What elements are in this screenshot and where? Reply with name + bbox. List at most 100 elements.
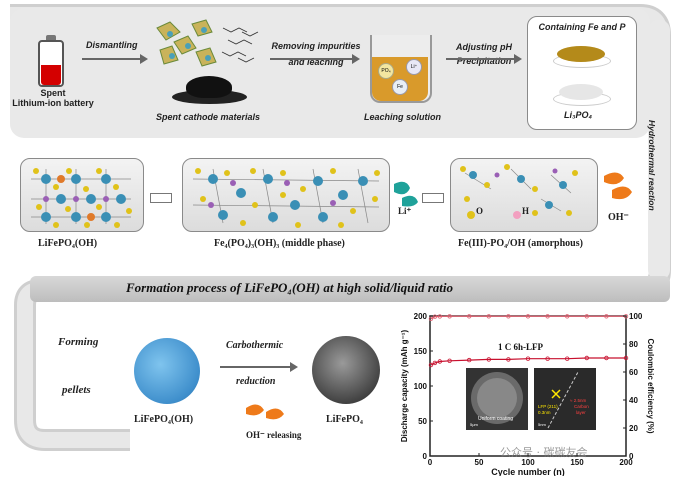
beaker-icon: PO₄ Li⁺ Fe xyxy=(370,35,434,105)
data-point xyxy=(486,357,491,362)
chart-title: 1 C 6h-LFP xyxy=(498,342,544,352)
cathode-crystal-illustration xyxy=(152,18,222,73)
data-point xyxy=(506,314,511,319)
data-point xyxy=(584,355,589,361)
data-point xyxy=(604,314,609,319)
oh-releasing-label: OH⁻ releasing xyxy=(246,430,302,440)
arrow-dismantling xyxy=(82,58,140,60)
arrow-to-lfp-oh xyxy=(150,193,172,203)
middle-phase-structure-box xyxy=(182,158,390,232)
data-point xyxy=(564,356,570,361)
arrow-leaching xyxy=(270,58,352,60)
data-point xyxy=(466,314,472,319)
reduction-label: reduction xyxy=(236,376,276,387)
leaching-solution-label: Leaching solution xyxy=(364,112,442,122)
data-point xyxy=(428,316,434,321)
ion-po4: PO₄ xyxy=(378,63,394,79)
data-point xyxy=(525,356,531,361)
y2-tick-label: 100 xyxy=(629,312,643,321)
li-plus-label: Li⁺ xyxy=(398,206,412,216)
y-tick-label: 100 xyxy=(414,382,428,391)
pellet-lfp-oh-label: LiFePO₄(OH) xyxy=(134,414,194,425)
data-point xyxy=(545,314,550,319)
pellet-lfp-label: LiFePO₄ xyxy=(326,414,363,425)
oh-releasing-drop-icon xyxy=(244,398,288,424)
arrowhead-leaching xyxy=(352,54,360,64)
battery-label: Spent Lithium-ion battery xyxy=(12,88,94,109)
data-point xyxy=(428,362,434,368)
banner-title: Formation process of LiFePO₄(OH) at high… xyxy=(126,280,454,295)
graphite-illustration xyxy=(218,18,268,68)
series-line-coulombic-efficiency xyxy=(430,315,626,320)
y2-axis-label: Coulombic efficiency (%) xyxy=(646,338,654,433)
data-point xyxy=(432,360,438,366)
inset-right-scale: 5nm xyxy=(538,422,546,427)
inset-carbon: Carbon xyxy=(574,404,589,409)
data-point xyxy=(545,356,550,361)
inset-layer: layer xyxy=(576,410,586,415)
data-point xyxy=(466,357,472,363)
x-tick-label: 100 xyxy=(521,458,535,467)
cathode-powder-pile xyxy=(172,72,247,106)
banner-background xyxy=(30,276,670,302)
inset-spacing: 0.3nm xyxy=(538,410,551,415)
lfp-pellet xyxy=(312,336,380,404)
x-tick-label: 150 xyxy=(570,458,584,467)
y2-tick-label: 40 xyxy=(629,396,638,405)
x-tick-label: 50 xyxy=(475,458,484,467)
step-leaching: Removing impurities and leaching xyxy=(271,41,361,68)
precipitation-products-box xyxy=(527,16,637,130)
sem-inset xyxy=(466,368,528,430)
data-point xyxy=(525,314,531,319)
data-point xyxy=(486,314,491,319)
data-point xyxy=(437,314,442,319)
y2-tick-label: 20 xyxy=(629,424,638,433)
y-tick-label: 0 xyxy=(423,452,428,461)
li-ion-drop-icon xyxy=(388,178,424,208)
cathode-label: Spent cathode materials xyxy=(156,112,261,122)
right-band xyxy=(648,20,670,280)
series-line-discharge-capacity xyxy=(430,357,626,366)
step-dismantling: Dismantling xyxy=(86,40,138,50)
fe-p-label: Containing Fe and P xyxy=(538,22,626,32)
arrow-precipitation xyxy=(446,58,514,60)
y-tick-label: 150 xyxy=(414,347,428,356)
inset-uniform-coating: Uniform coating xyxy=(478,416,513,422)
amorphous-structure xyxy=(460,164,578,219)
hydrothermal-label: Hydrothermal reaction xyxy=(647,120,657,211)
inset-lfp-211: LFP (211) xyxy=(538,404,558,409)
x-axis-label: Cycle number (n) xyxy=(491,467,565,476)
middle-phase-crystal-structure xyxy=(192,168,380,228)
inset-carbon-thickness: ≈ 2.5nm xyxy=(570,398,586,403)
amorphous-structure-box xyxy=(450,158,598,232)
arrow-to-middle-phase xyxy=(422,193,444,203)
data-point xyxy=(437,359,442,364)
x-tick-label: 200 xyxy=(619,458,633,467)
battery-icon xyxy=(38,35,64,87)
inset-left-scale: 5μm xyxy=(470,422,479,427)
y2-tick-label: 0 xyxy=(629,452,634,461)
pellets-label: pellets xyxy=(62,384,91,396)
li3po4-label: Li₃PO₄ xyxy=(564,110,593,120)
li3po4-powder-dish xyxy=(553,80,611,106)
legend-o: O xyxy=(476,206,484,216)
amorphous-label: Fe(III)-PO₄/OH (amorphous) xyxy=(458,238,583,249)
cycling-performance-chart: Uniform coating 5μm LFP (211) 0.3nm ≈ 2.… xyxy=(400,312,654,476)
lfp-oh-structure-box xyxy=(20,158,144,232)
y-tick-label: 200 xyxy=(414,312,428,321)
watermark: 公众号 · 碳碳友会 xyxy=(500,446,588,459)
carbothermic-label: Carbothermic xyxy=(226,340,284,351)
arrowhead-precipitation xyxy=(514,54,522,64)
forming-label: Forming xyxy=(58,336,99,348)
ion-li: Li⁺ xyxy=(406,59,422,75)
data-point xyxy=(564,314,570,319)
arrowhead-carbothermic xyxy=(290,362,298,372)
lfp-oh-label: LiFePO₄(OH) xyxy=(38,238,98,249)
data-point xyxy=(432,314,438,319)
oh-minus-label: OH⁻ xyxy=(608,212,629,223)
step-precipitation: Adjusting pH Precipitation xyxy=(456,42,512,67)
data-point xyxy=(604,355,609,361)
data-point xyxy=(506,357,511,362)
data-point xyxy=(447,314,452,319)
ion-fe: Fe xyxy=(392,79,408,95)
